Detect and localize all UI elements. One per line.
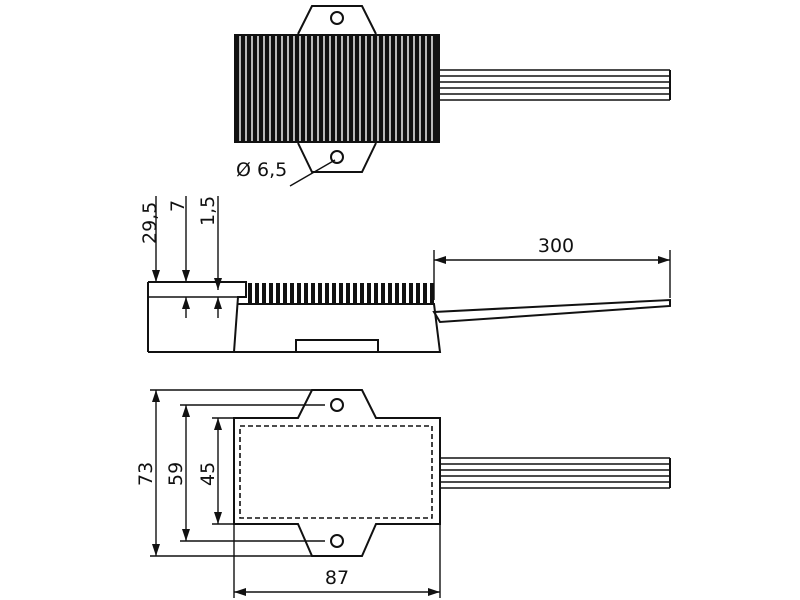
top-view: Ø 6,5 [234, 5, 671, 187]
front-top-hole [330, 398, 344, 412]
side-fin [360, 283, 364, 304]
overall-height-dimension [152, 390, 160, 556]
side-view: 29,5 7 1,5 300 [139, 196, 671, 353]
side-fin [325, 283, 329, 304]
front-extension-lines [150, 389, 441, 598]
side-fin [311, 283, 315, 304]
front-view: 73 59 45 87 [135, 389, 671, 598]
dim-body-width-label: 87 [325, 567, 349, 589]
front-inner-body [239, 425, 433, 519]
bottom-mounting-lug [297, 142, 377, 173]
side-fin [332, 283, 336, 304]
side-fin [374, 283, 378, 304]
side-fin [304, 283, 308, 304]
front-outline [233, 389, 441, 557]
side-fin [409, 283, 413, 304]
top-mounting-lug [297, 5, 377, 35]
heatsink-body [234, 34, 440, 143]
dim-body-height-label: 45 [197, 462, 219, 486]
side-flange [147, 281, 247, 353]
side-fin [276, 283, 280, 304]
hole-diameter-label: Ø 6,5 [236, 159, 287, 181]
side-fin [423, 283, 427, 304]
side-fin [388, 283, 392, 304]
cable-leads-front [440, 457, 671, 489]
side-dimension-leaders [148, 196, 246, 318]
dim-overall-height-label: 73 [135, 462, 157, 486]
side-fin [297, 283, 301, 304]
side-fin [262, 283, 266, 304]
side-fin [339, 283, 343, 304]
side-fin [395, 283, 399, 304]
cable-length-dimension [433, 250, 671, 300]
side-connector-block [295, 339, 379, 353]
heatsink-fins [239, 36, 433, 141]
dim-hole-spacing-label: 59 [165, 462, 187, 486]
dim-cable-length-label: 300 [538, 235, 574, 257]
hole-leader-line [289, 159, 336, 187]
dim-plate-label: 1,5 [197, 196, 219, 226]
dim-total-height-label: 29,5 [139, 202, 161, 244]
hole-spacing-dimension [182, 405, 190, 541]
side-fin [416, 283, 420, 304]
front-bottom-hole [330, 534, 344, 548]
cable-leads-top [440, 69, 671, 101]
bottom-mounting-hole [330, 150, 344, 164]
side-fin [367, 283, 371, 304]
side-body [234, 303, 442, 353]
side-fin [430, 283, 434, 304]
side-cable [432, 298, 671, 324]
side-fin [248, 283, 252, 304]
side-fin [290, 283, 294, 304]
side-fin [346, 283, 350, 304]
side-fin [318, 283, 322, 304]
top-mounting-hole [330, 11, 344, 25]
side-fin [255, 283, 259, 304]
dim-flange-label: 7 [167, 200, 189, 212]
side-fin [283, 283, 287, 304]
side-fin [269, 283, 273, 304]
body-width-dimension [234, 588, 440, 596]
side-fin [353, 283, 357, 304]
side-heatsink-fins [248, 283, 434, 304]
side-fin [381, 283, 385, 304]
side-fin [402, 283, 406, 304]
body-height-dimension [214, 418, 222, 524]
